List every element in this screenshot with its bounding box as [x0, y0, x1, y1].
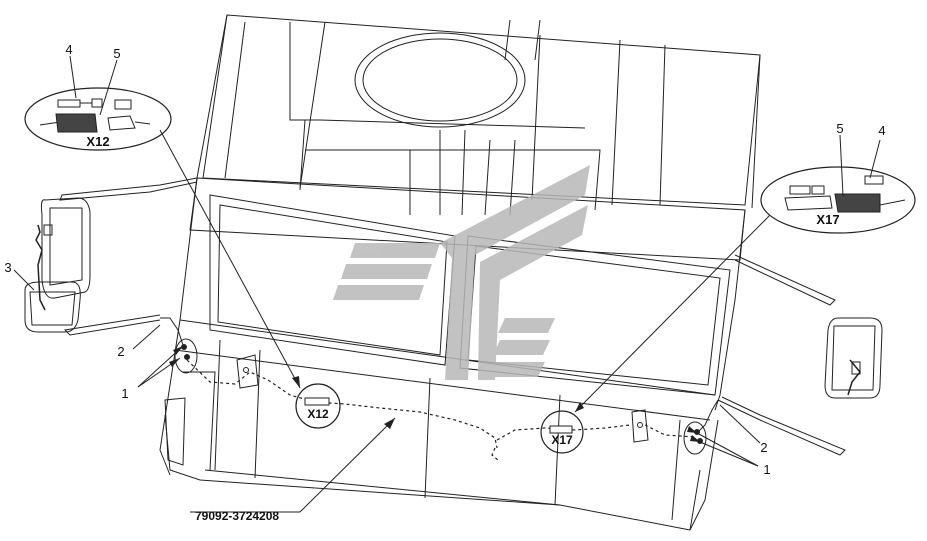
- callout-2-left: 2: [117, 344, 124, 359]
- callout-1-right: 1: [763, 462, 770, 477]
- lamp-left: [174, 338, 259, 389]
- connector-x12-label: X12: [307, 407, 329, 421]
- wire-right-mirror: [697, 399, 719, 433]
- wiring-harness: [186, 359, 696, 461]
- callout-1-left: 1: [121, 386, 128, 401]
- arrow-heads: [169, 346, 700, 442]
- detail-view-x12: X12: [24, 87, 172, 151]
- part-number: 79092-3724208: [195, 509, 279, 523]
- detail-view-x17: X17: [760, 166, 916, 234]
- detail-x17-label: X17: [816, 212, 839, 227]
- callout-4-right: 4: [878, 123, 885, 138]
- callout-5-left: 5: [113, 46, 120, 61]
- detail-x12-label: X12: [86, 134, 109, 149]
- callout-5-right: 5: [836, 121, 843, 136]
- wire-left-mirror: [160, 317, 184, 346]
- mirror-right: [824, 317, 883, 399]
- connector-x12: X12: [295, 383, 341, 429]
- mirror-left: [24, 197, 91, 333]
- logo-watermark: [333, 165, 590, 380]
- callout-3: 3: [4, 260, 11, 275]
- callout-4-left: 4: [65, 42, 72, 57]
- callout-2-right: 2: [760, 440, 767, 455]
- connector-x17-label: X17: [551, 433, 573, 447]
- connector-x17: X17: [540, 410, 584, 454]
